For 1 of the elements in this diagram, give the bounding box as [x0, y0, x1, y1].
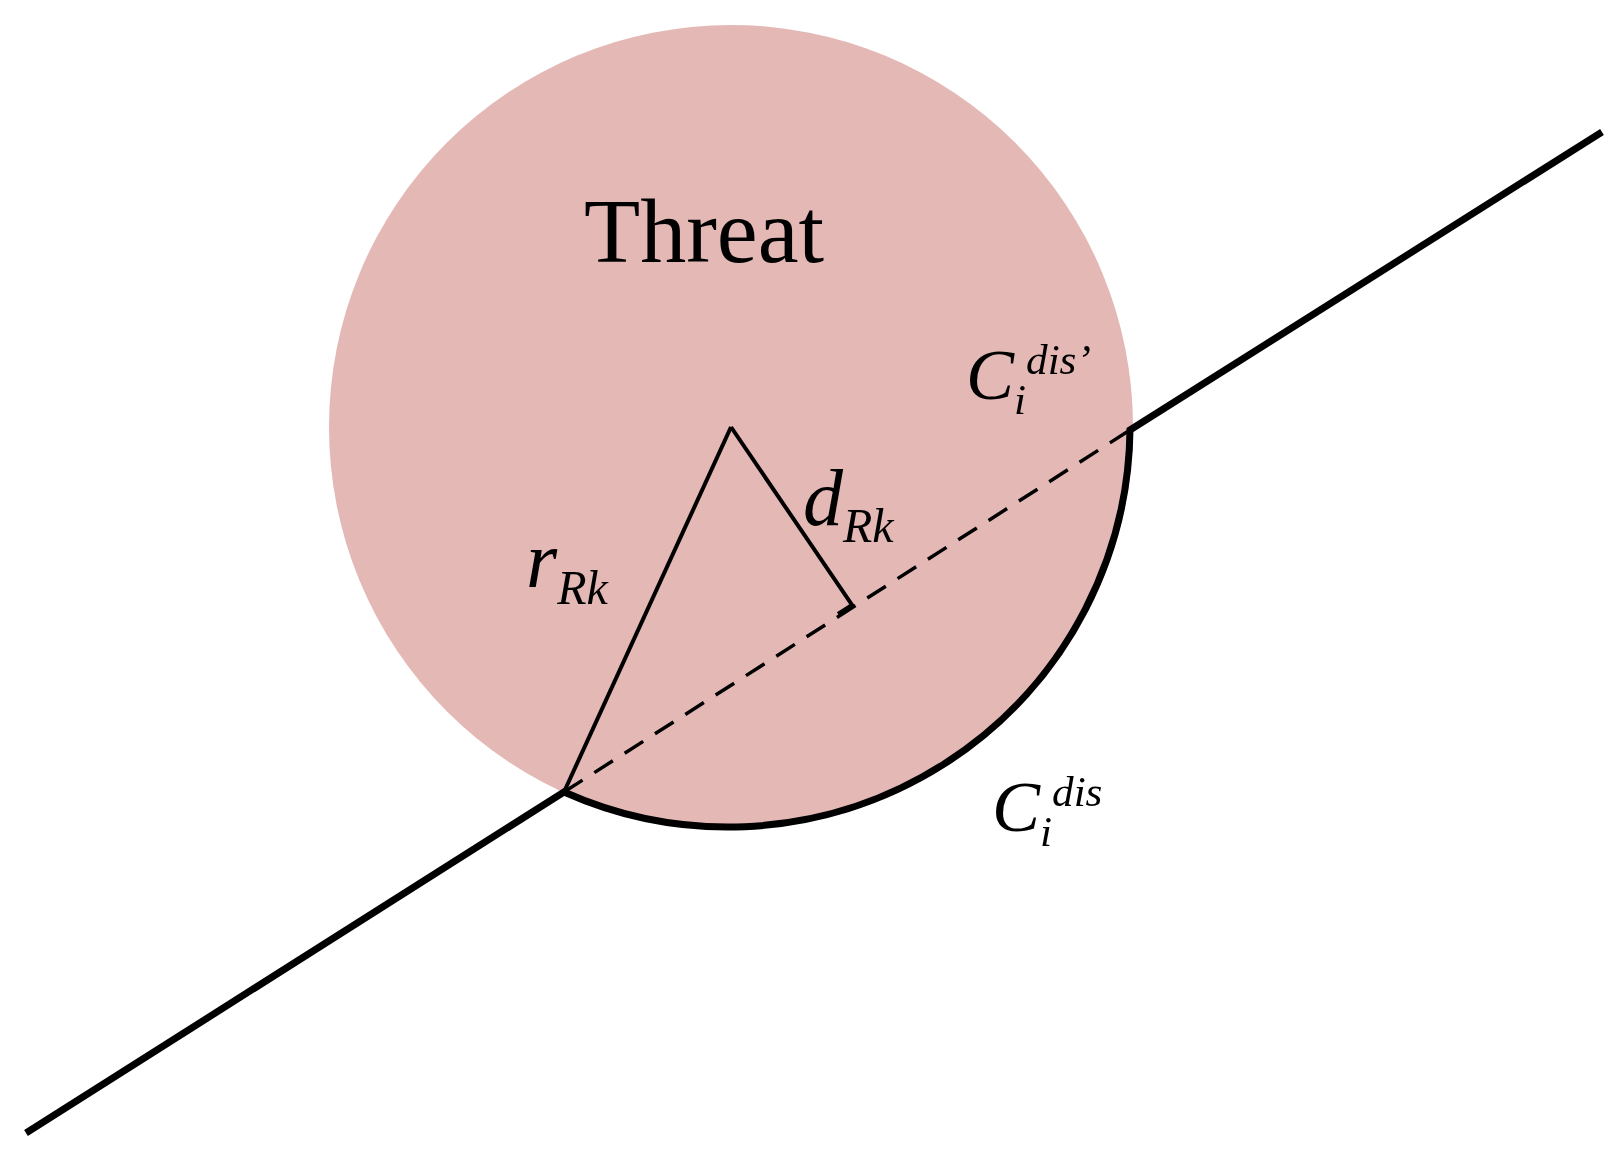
zone-title: Threat [584, 185, 825, 277]
